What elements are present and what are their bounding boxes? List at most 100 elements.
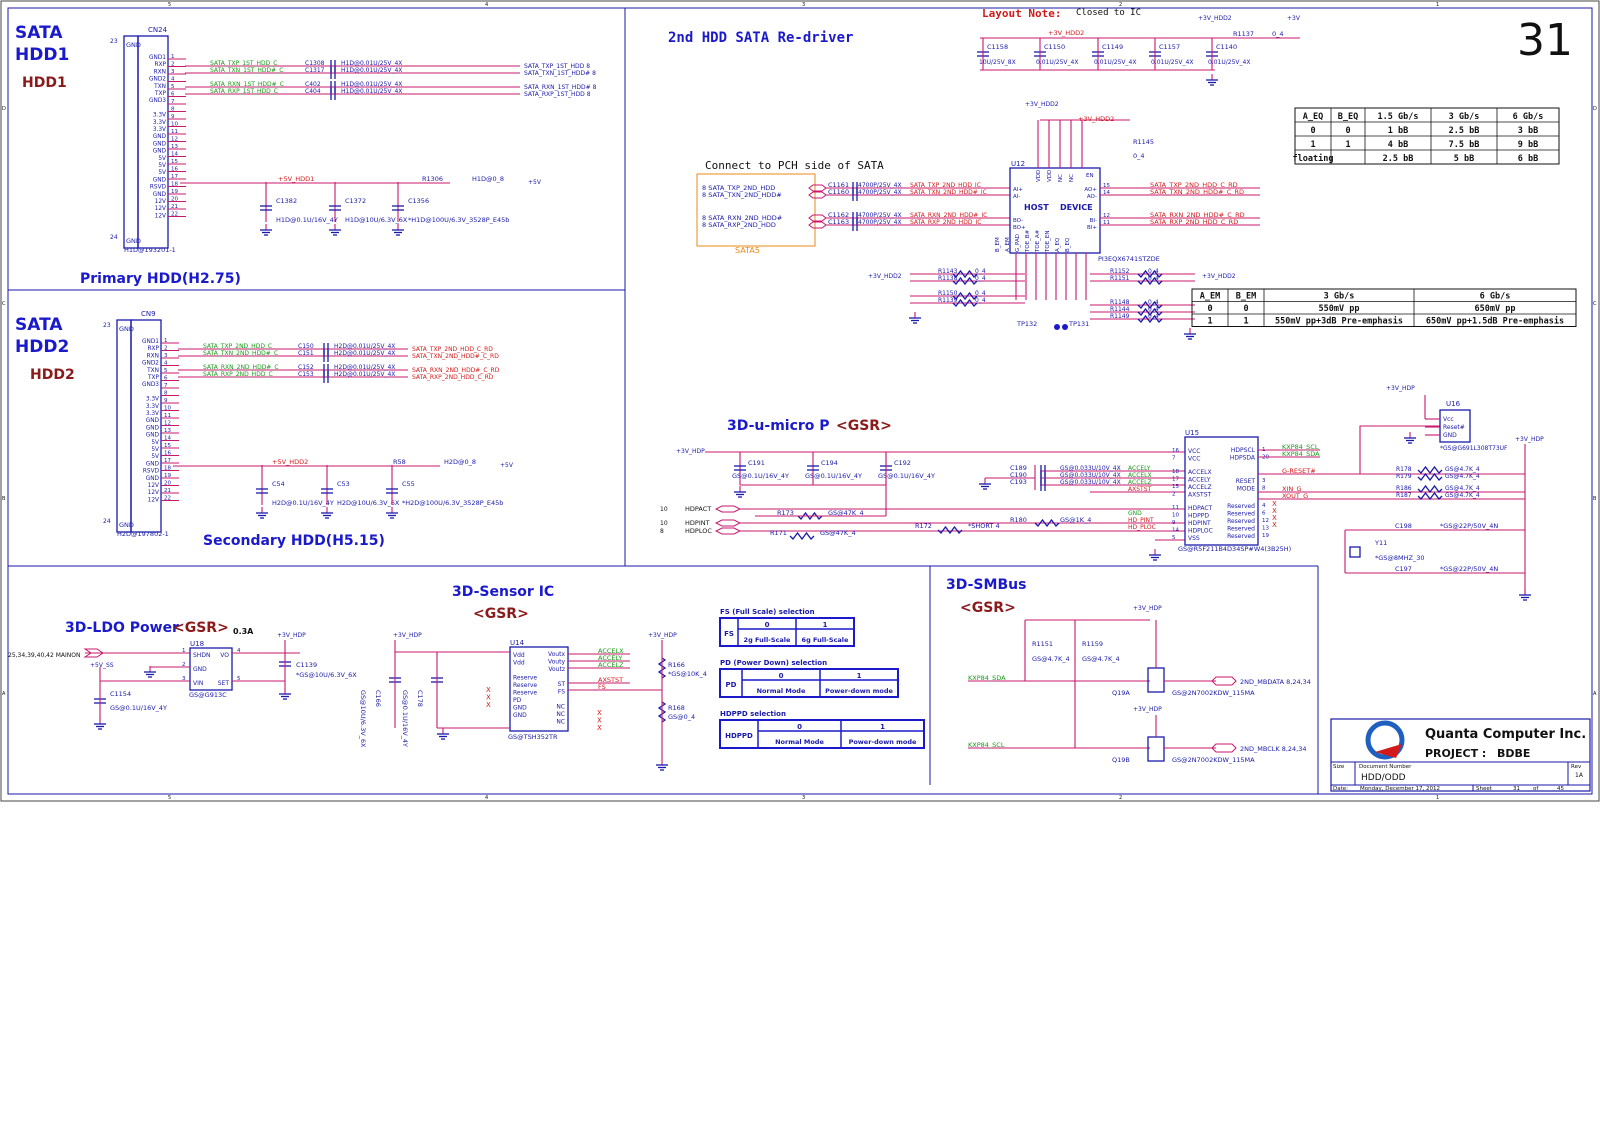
connector-pin-name: GND bbox=[153, 149, 167, 155]
connector-pin-number: 6 bbox=[171, 92, 175, 98]
r1151-val: GS@4.7K_4 bbox=[1032, 655, 1070, 663]
cap-value: GS@0.033U/10V_4X bbox=[1060, 465, 1121, 472]
connector-pin-name: GND bbox=[153, 141, 167, 147]
cn24-gnd-shell bbox=[123, 35, 139, 249]
cap-ref: C1157 bbox=[1159, 43, 1180, 51]
ground-icon bbox=[1404, 432, 1416, 444]
r1145-val: 0_4 bbox=[1133, 152, 1145, 160]
ground-icon bbox=[1206, 74, 1218, 86]
net-output: SATA_TXP_1ST_HDD 8 bbox=[524, 63, 590, 70]
fs-table-value: 2g Full-Scale bbox=[744, 636, 791, 644]
of-label: of bbox=[1533, 786, 1539, 792]
u15-pin-number: 11 bbox=[1172, 505, 1179, 511]
u15-pin: ACCELX bbox=[1188, 469, 1212, 476]
u14-pin: NC bbox=[556, 711, 565, 718]
c198-val: *GS@22P/50V_4N bbox=[1440, 522, 1498, 530]
decoupling-capacitor bbox=[807, 465, 819, 471]
connector-pin-name: 12V bbox=[148, 490, 159, 496]
u12-device: DEVICE bbox=[1060, 203, 1093, 212]
u16-part: *GS@G691L308T73UF bbox=[1440, 445, 1508, 452]
cn24-gnd-top: GND bbox=[126, 41, 141, 49]
coupling-capacitor bbox=[323, 350, 329, 362]
u15-pin-number: 6 bbox=[1262, 511, 1266, 517]
cap-value: *H2D@100U/6.3V_3528P_E45b bbox=[402, 499, 503, 507]
res-value: GS@47K_4 bbox=[820, 529, 856, 537]
docnum-label: Document Number bbox=[1359, 764, 1412, 770]
connector-pin-number: 16 bbox=[171, 167, 178, 173]
c1154-ref: C1154 bbox=[110, 690, 131, 698]
connector-pin-number: 22 bbox=[164, 496, 171, 502]
cap-ref: C1356 bbox=[408, 197, 429, 205]
short-resistor bbox=[937, 525, 963, 535]
connector-pin-name: 5V bbox=[158, 170, 166, 176]
r166-ref: R166 bbox=[668, 661, 685, 669]
cn24-ref: CN24 bbox=[148, 26, 168, 34]
u14-pin: PD bbox=[513, 697, 522, 704]
net-label: XOUT_G bbox=[1282, 492, 1308, 500]
ldo-title: 3D-LDO Power bbox=[65, 620, 179, 636]
u14-accelerometer bbox=[509, 646, 569, 732]
tp131-label: TP131 bbox=[1068, 320, 1089, 328]
net-label: AXSTST bbox=[598, 676, 623, 684]
net-label: SATA_TXN_1ST_HDD#_C bbox=[210, 67, 283, 74]
border-row-mark: B bbox=[2, 496, 6, 502]
u16-ref: U16 bbox=[1446, 400, 1461, 408]
u14-pin: Vdd bbox=[513, 652, 525, 659]
no-connect-icon: X bbox=[597, 709, 602, 717]
no-connect-icon: X bbox=[486, 686, 491, 694]
connector-pin-number: 17 bbox=[164, 458, 171, 464]
ground-icon bbox=[329, 224, 341, 236]
hdd1-power-res: R1306 bbox=[422, 175, 443, 183]
net-label: KXP84_SCL bbox=[1282, 443, 1319, 451]
connector-pin-number: 5 bbox=[164, 368, 168, 374]
c166-ref: C166 bbox=[374, 690, 382, 707]
bulk-capacitor bbox=[329, 205, 341, 211]
fs-table-col: 0 bbox=[765, 621, 770, 629]
res-value: GS@4.7K_4 bbox=[1445, 485, 1480, 492]
table-cell: 650mV pp+1.5dB Pre-emphasis bbox=[1426, 316, 1564, 327]
hdd1-power-res-val: H1D@0_8 bbox=[472, 175, 504, 183]
net-label: SATA_RXN_2ND_HDD#_C bbox=[203, 364, 279, 371]
connector-pin-number: 4 bbox=[164, 361, 168, 367]
fs-pullup-resistor bbox=[657, 657, 667, 679]
cn24-pin-labels: GND1RXPRXNGND2TXNTXPGND33.3V3.3V3.3VGNDG… bbox=[149, 54, 186, 219]
table-cell: B_EQ bbox=[1338, 112, 1358, 122]
title-block: Quanta Computer Inc. PROJECT : BDBE Size… bbox=[1330, 718, 1591, 792]
bulk-capacitor bbox=[392, 205, 404, 211]
offpage-connector bbox=[714, 519, 742, 527]
net-label: ACCELY bbox=[598, 654, 622, 662]
resistor bbox=[1417, 465, 1443, 475]
cap-ref: C1158 bbox=[987, 43, 1008, 51]
cn9-ref: CN9 bbox=[141, 310, 156, 318]
u18-part: GS@G913C bbox=[189, 691, 227, 699]
rd-rail-top: +3V_HDD2 bbox=[1198, 15, 1232, 22]
date-value: Monday, December 17, 2012 bbox=[1360, 786, 1440, 792]
no-connect-icon: X bbox=[486, 701, 491, 709]
u16-rail: +3V_HDP bbox=[1386, 385, 1415, 392]
ground-icon bbox=[979, 478, 991, 490]
u15-pin-number: 5 bbox=[1172, 535, 1176, 541]
connector-pin-name: GND bbox=[146, 433, 160, 439]
connector-pin-name: 12V bbox=[155, 206, 166, 212]
coupling-capacitor bbox=[330, 67, 336, 79]
scl-out-connector bbox=[1211, 743, 1237, 753]
table-cell: 1 bbox=[1207, 317, 1212, 327]
table-cell: 1.5 Gb/s bbox=[1378, 112, 1419, 122]
connector-pin-name: 12V bbox=[155, 199, 166, 205]
q19b-mosfet: Q19B GS@2N7002KDW_115MA bbox=[1112, 715, 1255, 764]
c1139-val: *GS@10U/6.3V_6X bbox=[296, 671, 357, 679]
net-label: GND bbox=[1128, 510, 1142, 517]
table-cell: 2.5 bB bbox=[1449, 126, 1480, 136]
u15-pin: HDPINT bbox=[1188, 520, 1211, 527]
ground-icon bbox=[909, 312, 921, 324]
project-label: PROJECT : bbox=[1425, 747, 1486, 760]
cap-value: H1D@10U/6.3V_6X bbox=[345, 216, 408, 224]
r1137-ref: R1137 bbox=[1233, 30, 1254, 38]
connector-pin-number: 17 bbox=[171, 174, 178, 180]
hdd1-tag: HDD1 bbox=[22, 75, 67, 91]
border-col-mark: 2 bbox=[1119, 2, 1122, 8]
